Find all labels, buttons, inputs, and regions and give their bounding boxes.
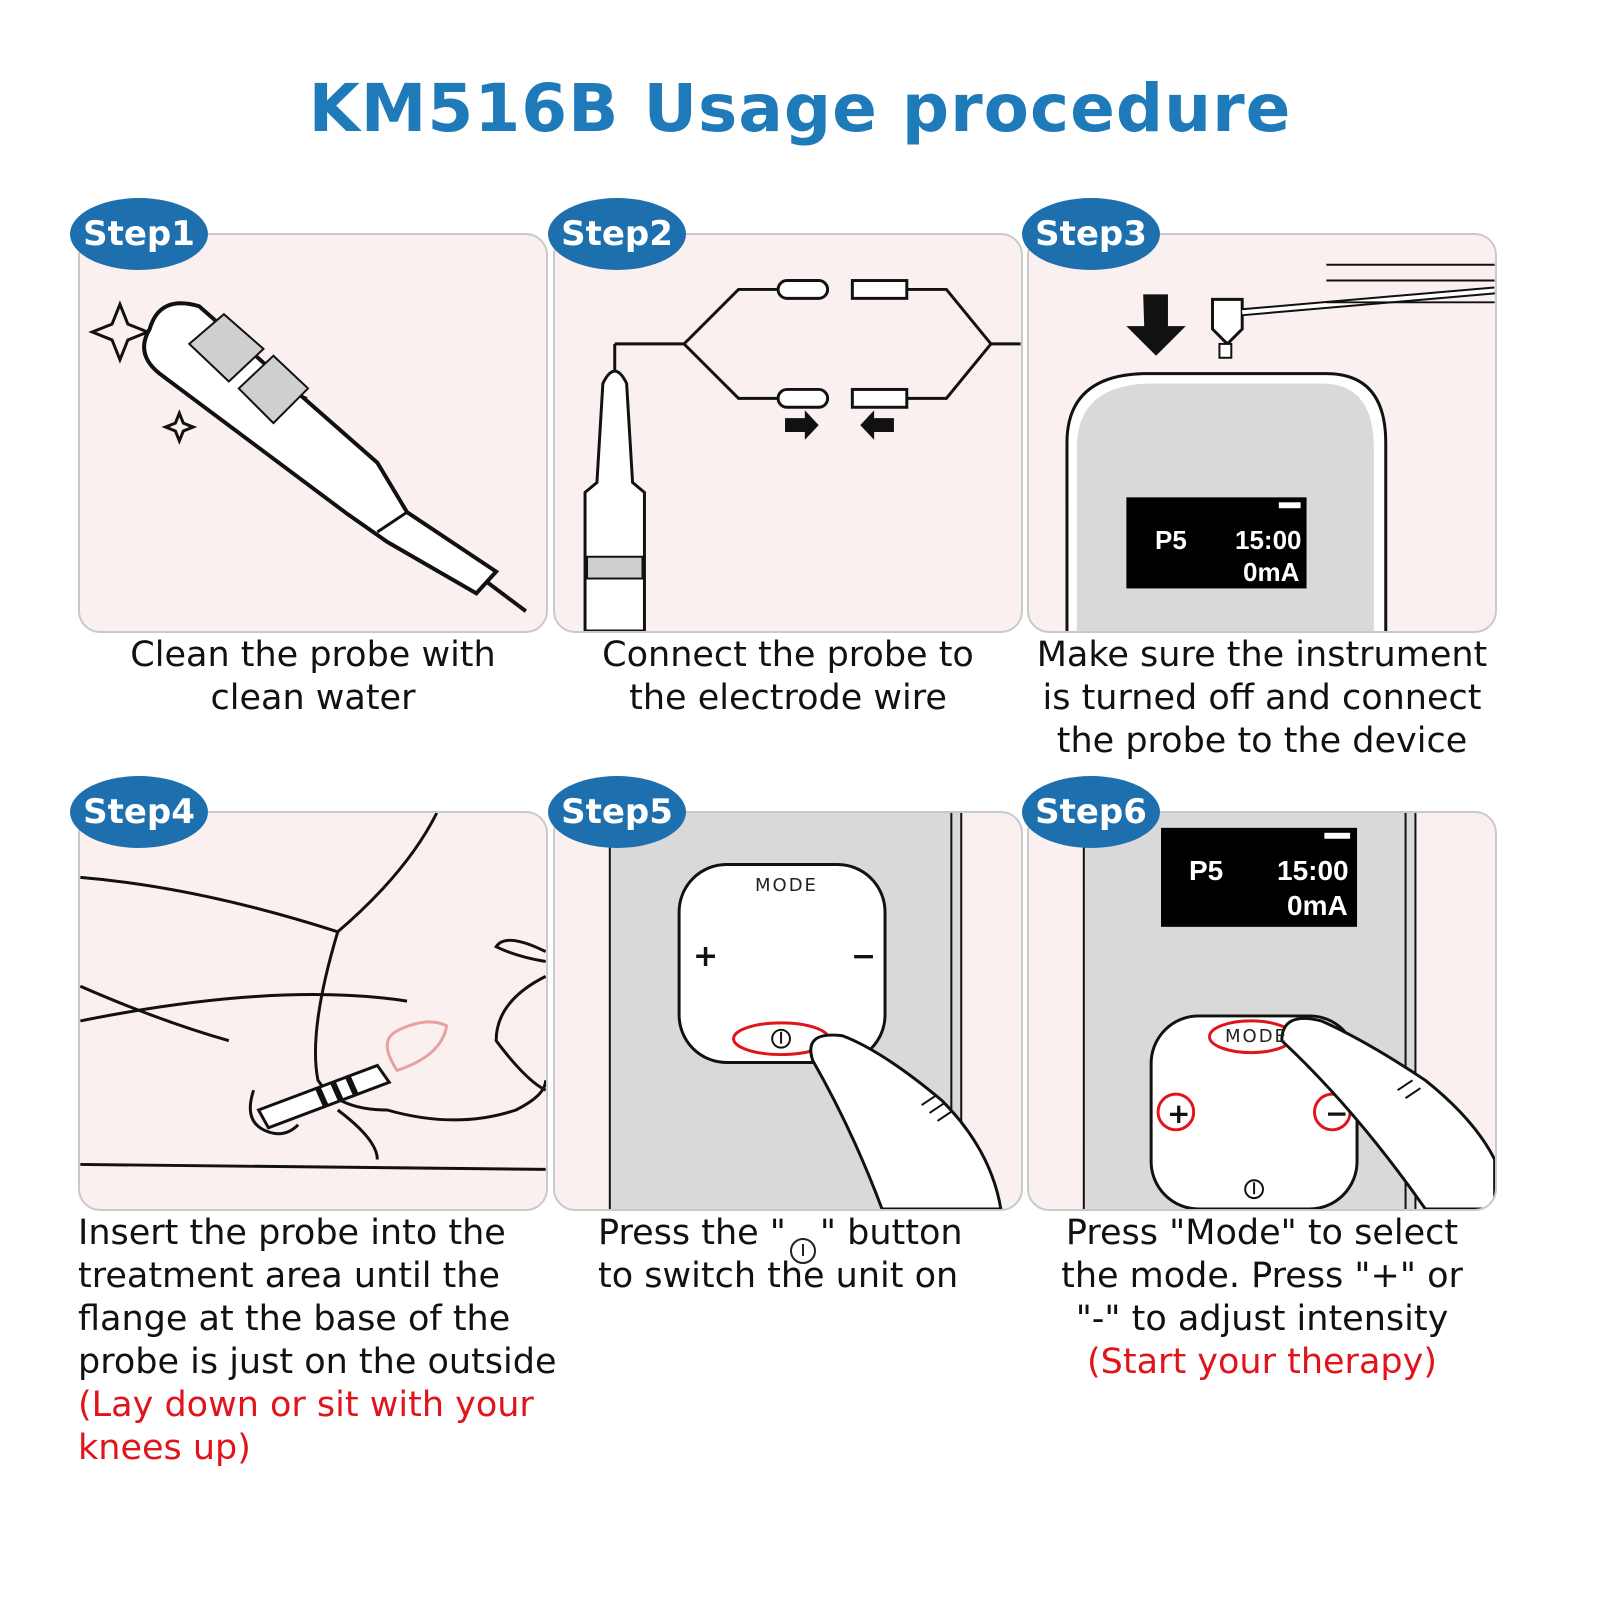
- step-badge-3: Step3: [1022, 198, 1160, 270]
- arrow-down-icon: [1126, 294, 1186, 356]
- device-screen: [1161, 827, 1358, 927]
- connector-pin: [776, 279, 830, 300]
- arrow-left-icon: [860, 410, 894, 440]
- cable-plug-icon: [1211, 263, 1495, 359]
- screen-time: 15:00: [1277, 855, 1349, 886]
- mode-label: MODE: [755, 875, 818, 896]
- step-badge-2: Step2: [548, 198, 686, 270]
- step-badge-1: Step1: [70, 198, 208, 270]
- finger-icon: [1280, 1016, 1495, 1209]
- step-caption-6: Press "Mode" to select the mode. Press "…: [1027, 1212, 1497, 1384]
- step-caption-5: Press the "" button to switch the unit o…: [598, 1213, 963, 1296]
- wire-connection-illustration: [583, 279, 1021, 631]
- probe-icon: [256, 1063, 392, 1130]
- power-icon: [789, 1238, 816, 1264]
- connector-pin: [776, 387, 830, 409]
- step-panel-2: [553, 233, 1023, 633]
- battery-icon: [1324, 832, 1351, 839]
- connector-plug: [850, 279, 909, 300]
- screen-current: 0mA: [1243, 557, 1300, 587]
- finger-icon: [809, 1033, 1003, 1209]
- screen-time: 15:00: [1235, 525, 1302, 555]
- battery-icon: [1278, 502, 1301, 509]
- mode-adjust-illustration: [1082, 813, 1495, 1209]
- device-connection-illustration: [1065, 263, 1495, 631]
- arrow-right-icon: [785, 410, 819, 440]
- step-panel-1: [78, 233, 548, 633]
- plus-button: +: [1167, 1097, 1191, 1130]
- probe-insertion-illustration: [80, 813, 546, 1171]
- step-badge-6: Step6: [1022, 776, 1160, 848]
- power-icon: [1244, 1179, 1264, 1200]
- minus-button: −: [1325, 1097, 1349, 1130]
- keypad: [677, 862, 887, 1064]
- step-panel-6: P5 15:00 0mA MODE + −: [1027, 811, 1497, 1211]
- step-badge-5: Step5: [548, 776, 686, 848]
- step-note-6: (Start your therapy): [1087, 1342, 1437, 1382]
- step-note-4: (Lay down or sit with your: [78, 1385, 534, 1425]
- power-icon: [771, 1028, 791, 1049]
- mode-label: MODE: [1225, 1026, 1288, 1047]
- treatment-area-icon: [385, 1020, 449, 1073]
- screen-program: P5: [1189, 855, 1224, 886]
- step-caption-4: Insert the probe into the treatment area…: [78, 1212, 578, 1470]
- connector-plug: [850, 387, 909, 409]
- step-panel-4: [78, 811, 548, 1211]
- page-title: KM516B Usage procedure: [308, 70, 1292, 147]
- power-on-illustration: [608, 813, 1003, 1209]
- plus-highlight: [1156, 1092, 1196, 1132]
- screen-program: P5: [1155, 525, 1187, 555]
- minus-button: −: [851, 939, 877, 974]
- step-caption-3: Make sure the instrument is turned off a…: [1036, 635, 1488, 761]
- device-screen: [1126, 497, 1307, 589]
- plus-button: +: [693, 939, 719, 974]
- sparkle-icon: [161, 409, 198, 445]
- step-panel-3: P5 15:00 0mA: [1027, 233, 1497, 633]
- step-badge-4: Step4: [70, 776, 208, 848]
- probe-icon: [583, 369, 646, 631]
- probe-icon: [142, 301, 528, 613]
- sparkle-icon: [88, 300, 152, 364]
- probe-cleaning-illustration: [88, 300, 528, 613]
- step-panel-5: MODE + −: [553, 811, 1023, 1211]
- step-caption-2: Connect the probe to the electrode wire: [602, 635, 974, 718]
- step-caption-1: Clean the probe with clean water: [130, 635, 496, 718]
- screen-current: 0mA: [1287, 890, 1348, 921]
